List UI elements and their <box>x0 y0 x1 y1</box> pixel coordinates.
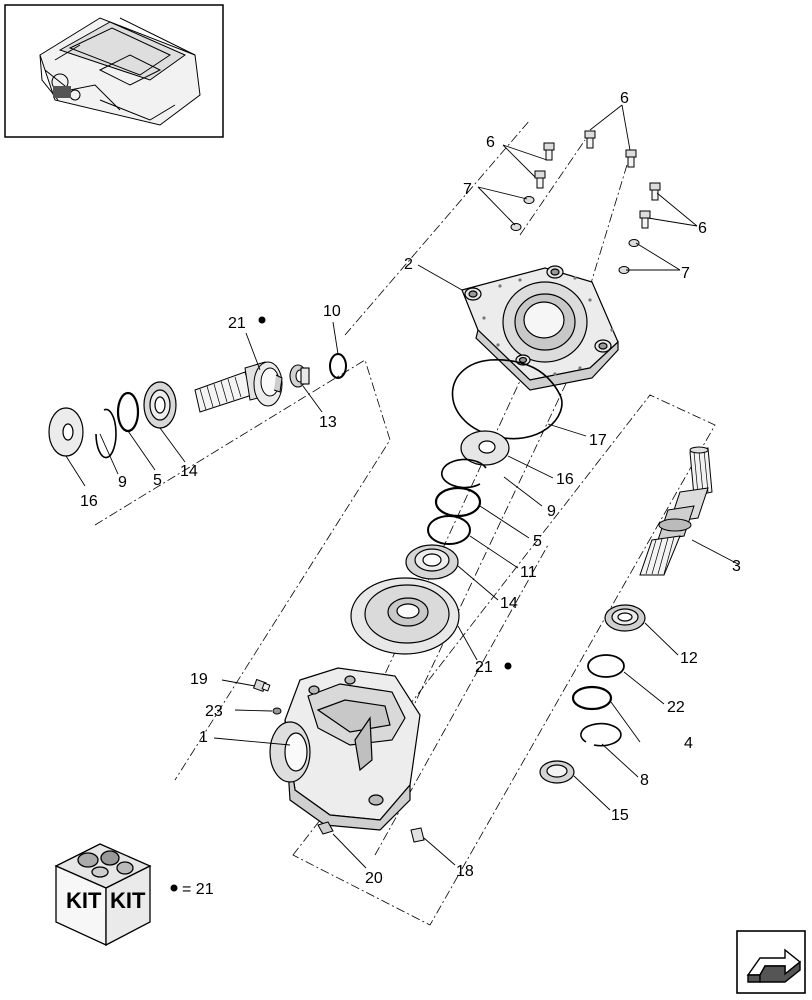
forward-arrow-icon <box>746 948 802 983</box>
part-10-oring[interactable] <box>329 353 347 379</box>
part-21-pinion-shaft[interactable] <box>194 361 283 413</box>
assembly-lines <box>94 119 716 926</box>
part-1-gearbox-housing[interactable] <box>269 667 421 831</box>
label-15: 15 <box>611 807 629 824</box>
label-21-center: 21 <box>475 659 493 676</box>
part-14-bearing-center[interactable] <box>405 544 459 580</box>
label-6-top: 6 <box>620 90 629 107</box>
kit-box-text-left: KIT <box>66 888 102 913</box>
part-5-ring-left[interactable] <box>116 391 140 433</box>
label-10: 10 <box>323 303 341 320</box>
label-4: 4 <box>684 735 693 752</box>
label-1: 1 <box>199 729 208 746</box>
part-6-bolts[interactable] <box>534 130 661 229</box>
label-16-left: 16 <box>80 493 98 510</box>
label-9-left: 9 <box>118 474 127 491</box>
label-7-left: 7 <box>463 181 472 198</box>
label-6-left: 6 <box>486 134 495 151</box>
part-11-ring[interactable] <box>427 515 471 545</box>
part-21-ring-gear[interactable] <box>350 577 460 655</box>
part-2-cover-housing[interactable] <box>461 265 619 391</box>
kit-legend-text: = 21 <box>182 881 214 898</box>
kit-legend-dot <box>170 884 178 892</box>
part-12-bearing[interactable] <box>604 604 646 632</box>
part-labels: 1 2 3 4 5 5 6 6 6 7 7 8 9 9 10 11 12 13 … <box>80 90 741 887</box>
next-page-arrow-button[interactable] <box>736 930 806 994</box>
label-6-right: 6 <box>698 220 707 237</box>
part-4-ring[interactable] <box>571 685 613 711</box>
label-18: 18 <box>456 863 474 880</box>
label-9-center: 9 <box>547 503 556 520</box>
bolt-icon <box>639 210 651 229</box>
part-22-ring[interactable] <box>587 654 625 678</box>
kit-box-text-right: KIT <box>110 888 146 913</box>
part-8-snap-ring[interactable] <box>580 722 622 747</box>
label-14-left: 14 <box>180 463 198 480</box>
bolt-icon <box>625 149 637 168</box>
part-17-oring[interactable] <box>451 359 563 440</box>
label-16-center: 16 <box>556 471 574 488</box>
label-22: 22 <box>667 699 685 716</box>
part-9-snap-ring-left[interactable] <box>95 408 117 459</box>
bolt-icon <box>584 130 596 149</box>
label-21-left: 21 <box>228 315 246 332</box>
label-23: 23 <box>205 703 223 720</box>
label-11: 11 <box>520 564 537 581</box>
label-7-right: 7 <box>681 265 690 282</box>
label-5-center: 5 <box>533 533 542 550</box>
part-20-plug[interactable] <box>317 821 334 835</box>
part-5-ring-center[interactable] <box>434 486 482 518</box>
label-3: 3 <box>732 558 741 575</box>
part-3-output-shaft[interactable] <box>639 446 713 576</box>
part-15-seal[interactable] <box>539 760 575 784</box>
part-16-washer-left[interactable] <box>48 407 84 457</box>
bolt-icon <box>649 182 661 201</box>
label-14-center: 14 <box>500 595 518 612</box>
bolt-icon <box>543 142 555 161</box>
label-20: 20 <box>365 870 383 887</box>
bolt-icon <box>534 170 546 189</box>
part-16-washer-center[interactable] <box>460 430 510 466</box>
label-17: 17 <box>589 432 607 449</box>
kit-marker-dots <box>258 316 512 670</box>
label-19: 19 <box>190 671 208 688</box>
part-13-bearing-small[interactable] <box>289 364 310 388</box>
part-7-washers[interactable] <box>510 196 640 274</box>
locator-thumbnail[interactable] <box>4 4 224 138</box>
label-8: 8 <box>640 772 649 789</box>
part-14-bearing-left[interactable] <box>143 381 177 429</box>
part-19-plug[interactable] <box>252 678 271 693</box>
label-2: 2 <box>404 256 413 273</box>
label-13: 13 <box>319 414 337 431</box>
part-9-snap-ring-center[interactable] <box>441 458 487 489</box>
leader-lines <box>65 104 739 869</box>
part-23-fitting[interactable] <box>272 707 282 715</box>
part-18-breather[interactable] <box>410 827 425 843</box>
label-5-left: 5 <box>153 472 162 489</box>
label-12: 12 <box>680 650 698 667</box>
kit-box-icon <box>54 843 152 947</box>
